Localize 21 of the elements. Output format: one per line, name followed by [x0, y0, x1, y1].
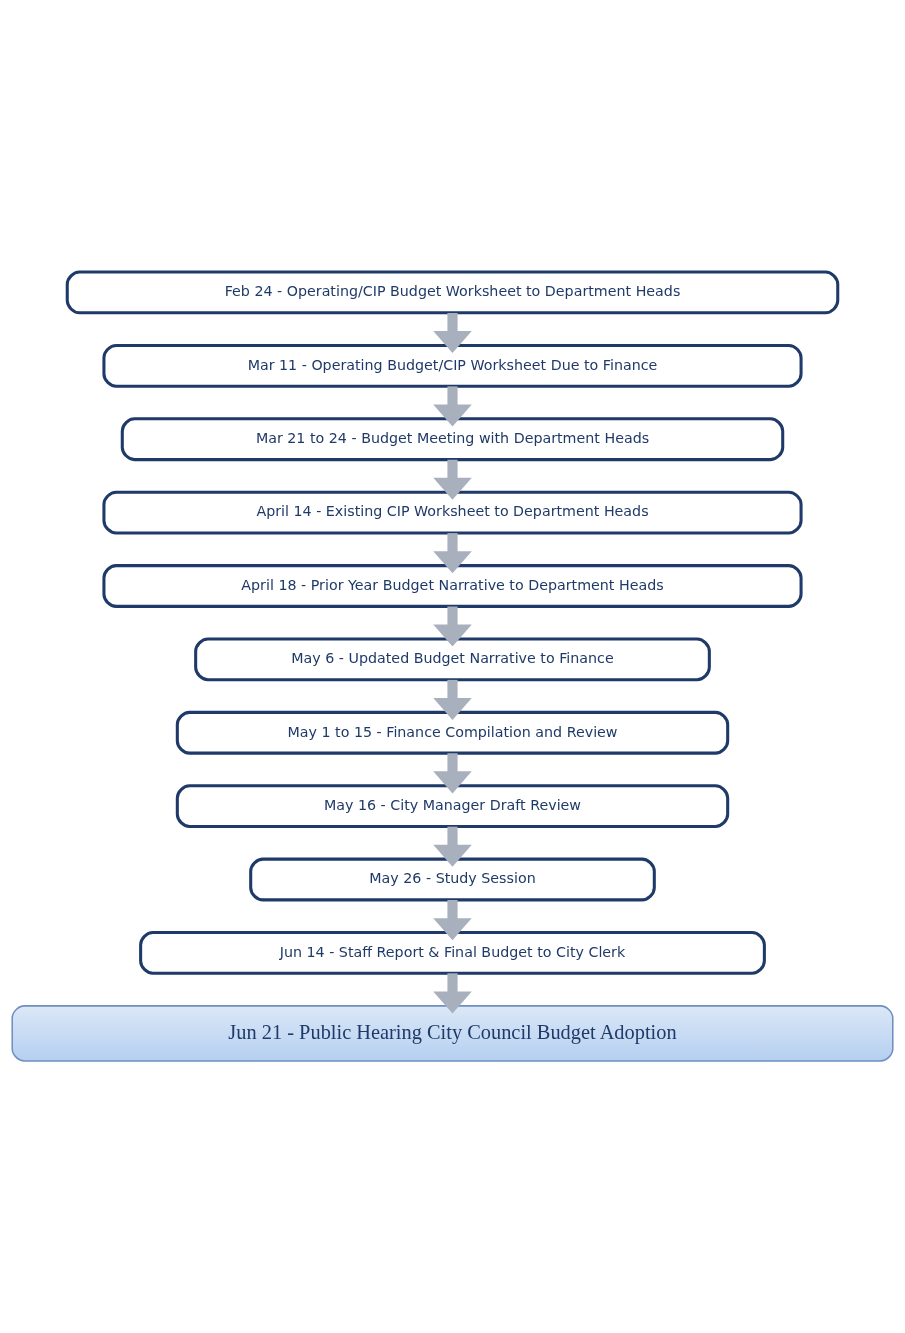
node-box: May 26 - Study Session — [249, 857, 656, 902]
node-box: April 18 - Prior Year Budget Narrative to Department Heads — [102, 564, 803, 608]
arrow — [433, 606, 472, 647]
arrow — [433, 826, 472, 867]
arrow — [433, 973, 472, 1014]
node-box: Mar 11 - Operating Budget/CIP Worksheet Due to Finance — [102, 343, 803, 388]
arrow — [433, 900, 472, 941]
node-box: May 16 - City Manager Draft Review — [175, 784, 730, 829]
node-box: May 6 - Updated Budget Narrative to Finance — [194, 637, 711, 682]
arrow — [433, 533, 472, 574]
node-box: Jun 21 - Public Hearing City Council Budget Adoption — [11, 1005, 894, 1062]
arrow — [433, 459, 472, 500]
node-box: Jun 14 - Staff Report & Final Budget to City Clerk — [139, 931, 766, 975]
arrow — [433, 679, 472, 720]
node-box: April 14 - Existing CIP Worksheet to Department Heads — [102, 490, 803, 535]
arrow — [433, 313, 472, 354]
node-box: May 1 to 15 - Finance Compilation and Review — [175, 710, 730, 755]
node-box: Feb 24 - Operating/CIP Budget Worksheet to Department Heads — [65, 270, 840, 315]
node-box: Mar 21 to 24 - Budget Meeting with Department Heads — [120, 417, 785, 462]
arrow — [433, 386, 472, 427]
arrow — [433, 753, 472, 794]
